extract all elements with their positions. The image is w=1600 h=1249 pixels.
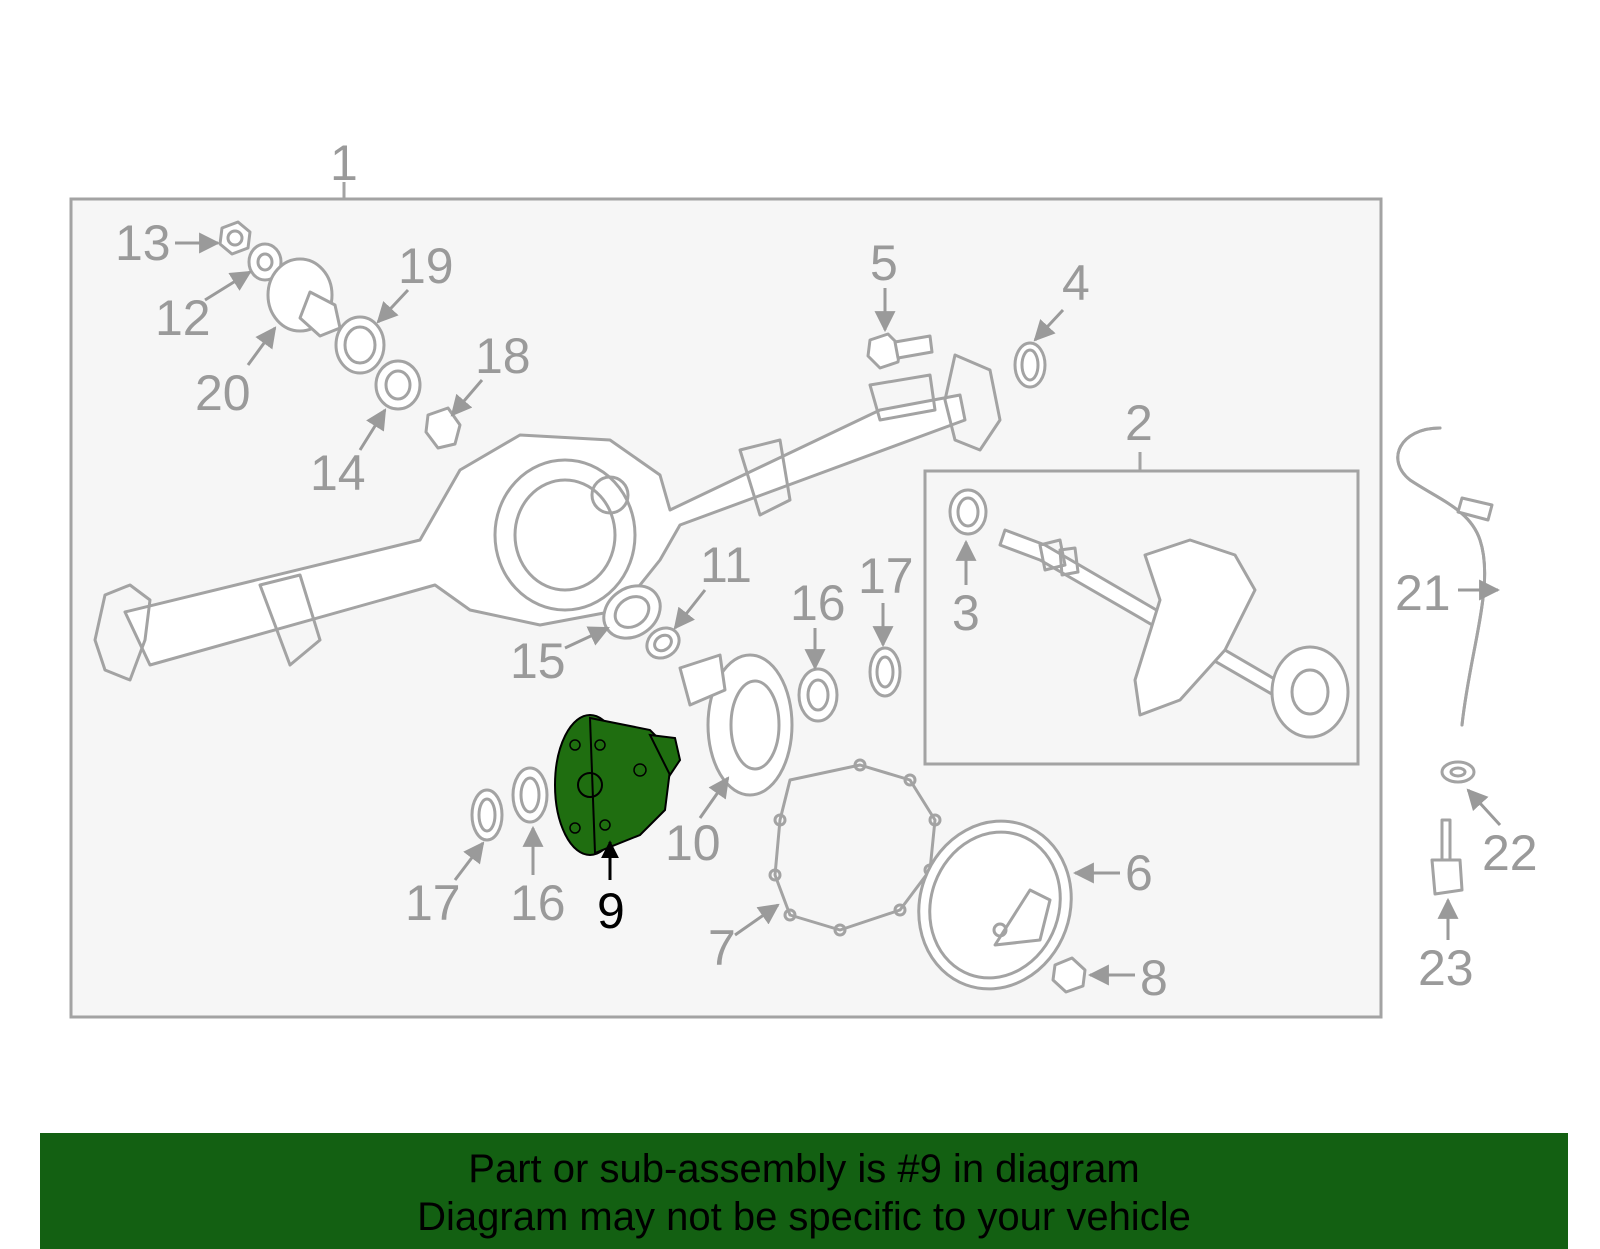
arrow-11 xyxy=(673,589,707,630)
part-17-shim-left[interactable] xyxy=(470,788,504,842)
part-12-washer[interactable] xyxy=(247,242,283,282)
arrow-20 xyxy=(246,326,277,366)
callout-13: 13 xyxy=(115,215,171,271)
part-3-seal[interactable] xyxy=(948,488,988,536)
callout-17-left: 17 xyxy=(405,875,461,931)
callout-23: 23 xyxy=(1418,940,1474,996)
callout-8: 8 xyxy=(1140,950,1168,1006)
arrow-14 xyxy=(358,408,387,451)
callout-7: 7 xyxy=(708,920,736,976)
arrow-19 xyxy=(376,288,410,324)
callout-14: 14 xyxy=(310,445,366,501)
callout-5: 5 xyxy=(870,235,898,291)
part-16-bearing-right[interactable] xyxy=(797,667,839,723)
part-14-bearing[interactable] xyxy=(374,359,422,411)
callout-6: 6 xyxy=(1125,845,1153,901)
arrow-18 xyxy=(450,379,484,417)
callout-19: 19 xyxy=(398,238,454,294)
part-22-clip[interactable] xyxy=(1440,760,1476,784)
callout-11: 11 xyxy=(700,537,752,593)
part-9-differential-case[interactable] xyxy=(554,714,682,856)
callout-20: 20 xyxy=(195,365,251,421)
part-6-cover[interactable] xyxy=(895,799,1094,1010)
callout-21: 21 xyxy=(1395,565,1451,621)
arrow-17-left xyxy=(453,841,485,881)
part-2-axle-shaft[interactable] xyxy=(998,528,1350,739)
callout-12: 12 xyxy=(155,290,211,346)
callout-16-left: 16 xyxy=(510,875,566,931)
banner-line-1: Part or sub-assembly is #9 in diagram xyxy=(468,1147,1140,1191)
part-13-nut[interactable] xyxy=(218,220,252,256)
callout-16-right: 16 xyxy=(790,575,846,631)
callout-15: 15 xyxy=(510,633,566,689)
part-5-bolt[interactable] xyxy=(866,332,934,370)
part-8-bolt[interactable] xyxy=(1051,956,1087,994)
part-16-bearing-left[interactable] xyxy=(511,766,549,824)
part-19-seal[interactable] xyxy=(334,315,386,375)
arrow-10 xyxy=(698,776,730,819)
arrow-15 xyxy=(564,626,610,650)
callout-4: 4 xyxy=(1062,255,1090,311)
callout-3: 3 xyxy=(952,585,980,641)
info-banner: Part or sub-assembly is #9 in diagram Di… xyxy=(40,1133,1568,1249)
arrow-7 xyxy=(734,903,780,937)
callout-1: 1 xyxy=(330,135,358,191)
axle-housing[interactable] xyxy=(93,353,1002,682)
callout-10: 10 xyxy=(665,815,721,871)
part-4-oring[interactable] xyxy=(1013,341,1047,389)
part-17-shim-right[interactable] xyxy=(868,646,902,698)
callout-9: 9 xyxy=(597,883,625,939)
arrow-4 xyxy=(1033,308,1065,342)
arrow-22 xyxy=(1466,788,1502,827)
callout-2: 2 xyxy=(1125,395,1153,451)
banner-line-2: Diagram may not be specific to your vehi… xyxy=(417,1195,1191,1239)
part-18-spacer[interactable] xyxy=(424,406,462,450)
callout-22: 22 xyxy=(1482,825,1538,881)
part-21-vent-hose[interactable] xyxy=(1396,426,1494,727)
callout-18: 18 xyxy=(475,328,531,384)
callout-17-right: 17 xyxy=(858,548,914,604)
part-10-ring-gear[interactable] xyxy=(678,653,794,797)
arrow-12 xyxy=(204,270,252,302)
part-20-flange[interactable] xyxy=(266,257,342,338)
part-11-shim[interactable] xyxy=(641,622,685,664)
part-23-vent-fitting[interactable] xyxy=(1430,818,1464,896)
